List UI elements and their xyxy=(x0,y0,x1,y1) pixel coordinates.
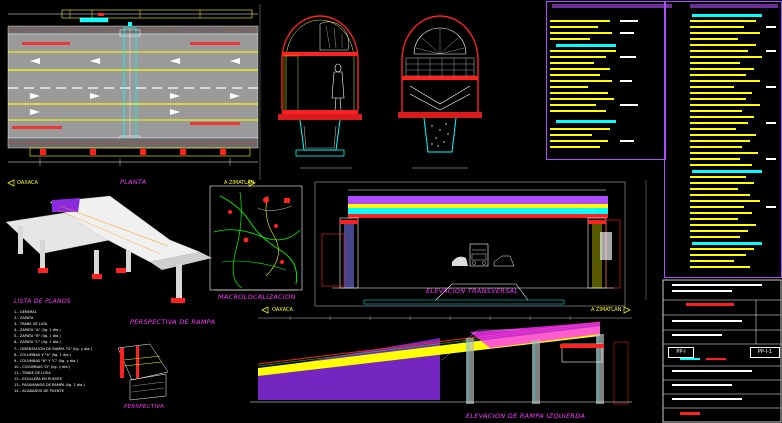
perspective-title: PERSPECTIVA DE RAMPA xyxy=(130,318,216,326)
list-item: 10.- COLUMNAS "D" (lig. y dia.) xyxy=(14,364,71,369)
ramp-elevation-title: ELEVACION DE RAMPA IZQUIERDA xyxy=(466,412,586,420)
list-item: 1.- GENERAL xyxy=(14,310,37,314)
ramp-direction-left: OAXACA xyxy=(272,307,293,313)
location-map-drawing xyxy=(209,185,303,291)
sheet-code-right: PP-I-1 xyxy=(750,347,780,358)
detail-perspective-drawing xyxy=(117,343,169,401)
list-item: 12.- ESCALERA EN PUENTE xyxy=(14,377,63,382)
transverse-elevation-title: ELEVACION TRANSVERSAL xyxy=(426,287,519,295)
list-item: 4.- ZAPATA "A" (lig. 1 dia.) xyxy=(14,328,61,333)
plan-direction-left: OAXACA xyxy=(17,180,38,186)
parts-list: LISTA DE PLANOS 1.- GENERAL 2.- ZAPATA 3… xyxy=(14,298,114,394)
list-item: 2.- ZAPATA xyxy=(14,316,34,321)
transverse-elevation-drawing xyxy=(314,181,626,307)
list-item: 7.- CIMENTACION DE RAMPA "D" (lig. y dia… xyxy=(14,346,93,351)
list-item: 9.- COLUMNAS "B" Y "C" (lig. y dia.) xyxy=(14,358,78,363)
perspective-drawing xyxy=(5,195,212,303)
location-map-title: MACROLOCALIZACION xyxy=(218,293,296,301)
spec-panel-lines xyxy=(550,4,778,268)
list-item: 5.- ZAPATA "B" (lig. 1 dia.) xyxy=(14,334,61,339)
transverse-direction-right: A ZIMATLAN xyxy=(591,307,622,313)
list-item: 13.- PASAMANOS DE RAMPA (lig. 1 dia.) xyxy=(14,383,85,388)
parts-list-title: LISTA DE PLANOS xyxy=(14,298,71,305)
sheet-code-left: PP-I xyxy=(668,347,694,358)
notes-panel-right xyxy=(664,1,782,278)
section-views xyxy=(278,15,482,169)
detail-perspective-title: PERSPECTIVA xyxy=(124,404,165,410)
list-item: 6.- ZAPATA "C" (lig. 1 dia.) xyxy=(14,340,61,345)
list-item: 14.- ACABADOS DE PUENTE xyxy=(14,389,64,394)
title-block-lines xyxy=(662,279,782,423)
notes-panel-left xyxy=(546,1,666,160)
list-item: 3.- TRABE DE LIGA xyxy=(14,322,48,327)
plan-direction-right: A ZIMATLAN xyxy=(224,180,255,186)
plan-title: PLANTA xyxy=(120,178,147,186)
ramp-elevation-drawing xyxy=(250,306,632,405)
plan-drawing xyxy=(7,9,259,187)
list-item: 11.- TRABE DE LOSA xyxy=(14,370,51,375)
list-item: 8.- COLUMNAS Y "A" (lig. 1 dia.) xyxy=(14,352,71,357)
